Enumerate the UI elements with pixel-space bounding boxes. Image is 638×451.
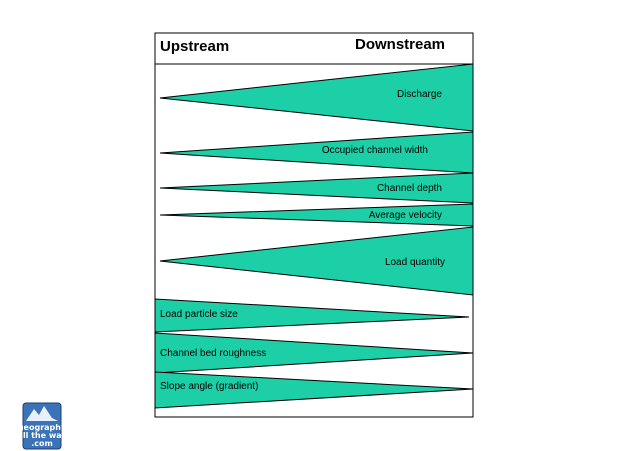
wedge-occupied-channel-width bbox=[159, 131, 474, 174]
wedge-channel-depth bbox=[159, 172, 474, 204]
wedge-discharge bbox=[159, 63, 474, 132]
label-load-particle-size: Load particle size bbox=[160, 309, 238, 320]
geography-all-the-way-logo[interactable]: geography all the way .com bbox=[17, 402, 67, 450]
downstream-label: Downstream bbox=[355, 36, 445, 53]
logo-line-1: geography bbox=[18, 423, 67, 432]
label-channel-depth: Channel depth bbox=[377, 183, 442, 194]
label-channel-bed-roughness: Channel bed roughness bbox=[160, 348, 266, 359]
wedge-average-velocity bbox=[159, 203, 474, 227]
increasing-wedges bbox=[159, 63, 474, 296]
wedge-load-particle-size bbox=[154, 298, 470, 333]
decreasing-wedges bbox=[154, 298, 474, 409]
label-discharge: Discharge bbox=[397, 89, 442, 100]
wedge-channel-bed-roughness bbox=[154, 332, 474, 374]
label-load-quantity: Load quantity bbox=[385, 257, 445, 268]
wedge-load-quantity bbox=[159, 226, 474, 296]
logo-line-2: all the way bbox=[17, 431, 67, 440]
mountain-logo-icon bbox=[26, 406, 58, 421]
upstream-label: Upstream bbox=[160, 38, 229, 55]
wedge-slope-angle bbox=[154, 371, 474, 409]
logo-line-3: .com bbox=[31, 439, 53, 448]
label-average-velocity: Average velocity bbox=[369, 210, 442, 221]
label-occupied-channel-width: Occupied channel width bbox=[322, 145, 428, 156]
label-slope-angle: Slope angle (gradient) bbox=[160, 381, 258, 392]
